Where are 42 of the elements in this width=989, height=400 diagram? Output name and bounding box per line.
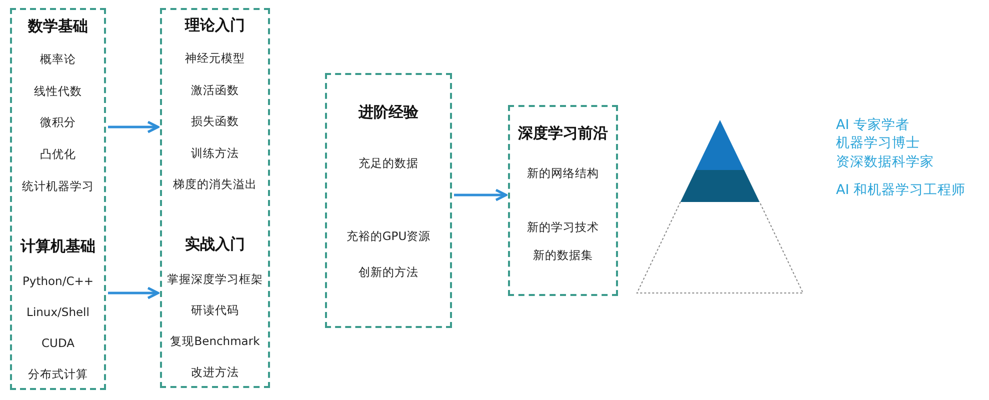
tier-label: 资深数据科学家 — [836, 153, 934, 171]
list-item: 损失函数 — [190, 112, 240, 128]
list-item: 激活函数 — [190, 82, 240, 98]
list-item: 凸优化 — [39, 146, 77, 162]
list-item: 梯度的消失溢出 — [172, 176, 258, 192]
list-item: 统计机器学习 — [21, 178, 95, 194]
section-heading: 计算机基础 — [19, 236, 96, 254]
pyramid-drawing — [636, 120, 804, 294]
dashed-box — [10, 8, 106, 390]
list-item: 训练方法 — [190, 144, 240, 160]
list-item: CUDA — [40, 334, 76, 350]
arrow — [454, 188, 508, 202]
list-item: 充足的数据 — [358, 154, 420, 170]
tier-label: AI 专家学者 — [836, 116, 910, 134]
dashed-box — [160, 8, 270, 388]
section-heading: 实战入门 — [184, 234, 246, 252]
list-item: 线性代数 — [33, 82, 83, 98]
dashed-box — [325, 73, 452, 328]
list-item: 分布式计算 — [27, 366, 89, 382]
list-item: Linux/Shell — [26, 304, 90, 320]
list-item: 复现Benchmark — [169, 332, 261, 348]
arrow — [108, 120, 160, 134]
dashed-box — [508, 105, 618, 296]
tier-label: 机器学习博士 — [836, 134, 920, 152]
tier-label: AI 和机器学习工程师 — [836, 181, 966, 199]
list-item: 研读代码 — [190, 302, 240, 318]
list-item: 掌握深度学习框架 — [166, 270, 264, 286]
list-item: Python/C++ — [21, 272, 95, 288]
section-heading: 深度学习前沿 — [517, 124, 609, 142]
list-item: 改进方法 — [190, 364, 240, 380]
section-heading: 数学基础 — [26, 16, 89, 34]
list-item: 创新的方法 — [358, 264, 420, 280]
list-item: 新的网络结构 — [526, 164, 600, 180]
section-heading: 理论入门 — [184, 16, 246, 34]
list-item: 新的数据集 — [532, 246, 594, 262]
list-item: 概率论 — [39, 50, 77, 66]
list-item: 神经元模型 — [184, 50, 246, 66]
list-item: 微积分 — [39, 114, 77, 130]
list-item: 充裕的GPU资源 — [345, 228, 432, 244]
section-heading: 进阶经验 — [357, 102, 420, 120]
arrow — [108, 286, 160, 300]
list-item: 新的学习技术 — [526, 218, 600, 234]
